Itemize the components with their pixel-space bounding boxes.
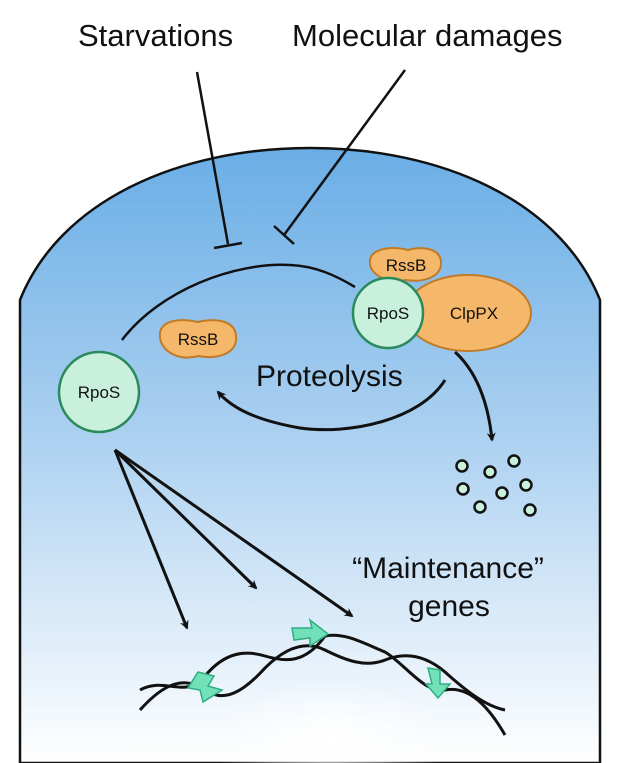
genes-label: genes <box>408 590 490 623</box>
degradation-arrow <box>453 350 496 442</box>
starvations-label: Starvations <box>78 18 233 53</box>
clppx-label: ClpPX <box>450 304 498 323</box>
rpos-complex <box>351 276 425 350</box>
proteolysis-label: Proteolysis <box>256 360 403 393</box>
rpos-free-label: RpoS <box>78 383 121 402</box>
rssb-free: RssB <box>158 319 238 359</box>
activation-arrows <box>113 448 354 630</box>
gene-marker-3 <box>424 667 452 700</box>
starvation-inhibition-line <box>195 71 243 250</box>
damage-inhibition-line <box>273 69 407 245</box>
rssb-free-label: RssB <box>178 330 219 349</box>
rssb-recycle-arrow <box>216 379 447 432</box>
rpos-to-complex-arc <box>121 263 356 341</box>
peptide-fragments <box>455 454 537 517</box>
nucleoid-glow <box>210 680 450 763</box>
gene-markers <box>186 618 452 704</box>
gene-marker-1 <box>186 671 224 704</box>
molecular-damages-label: Molecular damages <box>292 18 563 53</box>
degradation-complex: RssB RpoS ClpPX <box>351 247 532 352</box>
rpos-complex-label: RpoS <box>367 304 410 323</box>
rpos-free: RpoS <box>57 350 141 434</box>
rssb-complex-label: RssB <box>386 256 427 275</box>
gene-marker-2 <box>291 618 330 648</box>
maintenance-label: “Maintenance” <box>352 552 544 585</box>
